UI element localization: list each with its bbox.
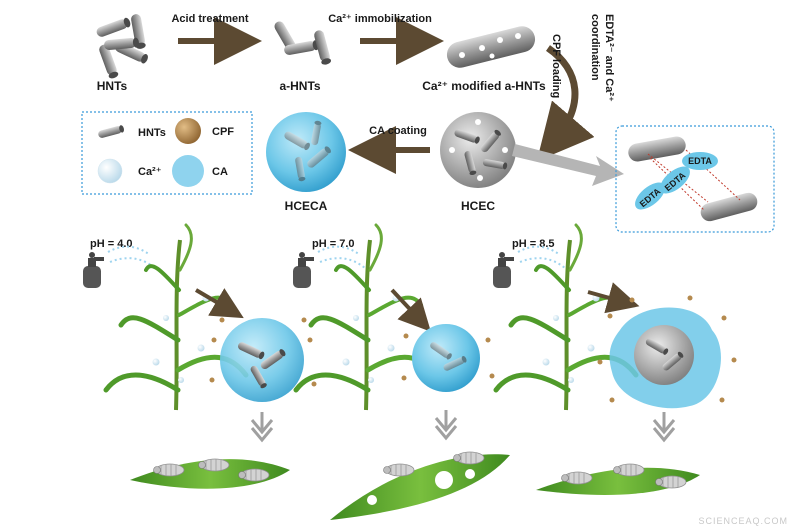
hcec-label: HCEC [461, 199, 495, 213]
cpf-sphere-icon [175, 118, 201, 144]
cpf-loading-arrow [536, 45, 595, 162]
panel-ph-7: pH = 7.0 [293, 225, 510, 520]
a-hnts-label: a-HNTs [279, 79, 320, 93]
ca-sphere-icon [97, 158, 123, 184]
hceca-label: HCECA [285, 199, 328, 213]
legend-box [81, 111, 253, 195]
edta-label-1: EDTA [688, 156, 712, 166]
ca-modified-tube [446, 26, 536, 68]
ca-coating-icon [172, 155, 204, 187]
panel-ph-8-5: pH = 8.5 [493, 225, 737, 495]
ph-label-1: pH = 4.0 [90, 238, 133, 250]
edta-inset: EDTA EDTA EDTA [628, 136, 758, 222]
legend-hnts: HNTs [97, 124, 166, 139]
svg-text:CA: CA [212, 166, 228, 178]
svg-text:Ca²⁺: Ca²⁺ [138, 166, 162, 178]
ca-coating-label: CA coating [369, 125, 427, 137]
edta-coordination-line2: coordination [589, 14, 601, 81]
legend-cpf: CPF [175, 118, 234, 144]
legend-ca-ion: Ca²⁺ [97, 158, 162, 184]
sprayer-icon [293, 252, 314, 288]
edta-inset-box [615, 125, 775, 233]
svg-text:CPF: CPF [212, 126, 234, 138]
hceca-sphere [266, 112, 346, 192]
hnts-label: HNTs [97, 79, 128, 93]
zoom-arrow [512, 144, 624, 186]
hnts-cluster [95, 13, 150, 80]
sprayer-icon [493, 252, 514, 288]
sprayer-icon [83, 252, 104, 288]
svg-text:HNTs: HNTs [138, 127, 166, 139]
cpf-loading-label: CPF loading [550, 34, 562, 98]
ca-immobilization-label: Ca²⁺ immobilization [328, 13, 432, 25]
watermark: SCIENCEAQ.COM [698, 516, 788, 526]
acid-treatment-label: Acid treatment [171, 13, 248, 25]
edta-coordination-line1: EDTA²⁻ and Ca²⁺ [603, 14, 615, 102]
a-hnts-cluster [272, 19, 332, 66]
hcec-sphere [440, 112, 516, 188]
panel-ph-4: pH = 4.0 [83, 225, 317, 489]
ca-modified-label: Ca²⁺ modified a-HNTs [422, 79, 546, 93]
legend-ca-coating: CA [172, 155, 228, 187]
tube-icon [97, 124, 125, 139]
